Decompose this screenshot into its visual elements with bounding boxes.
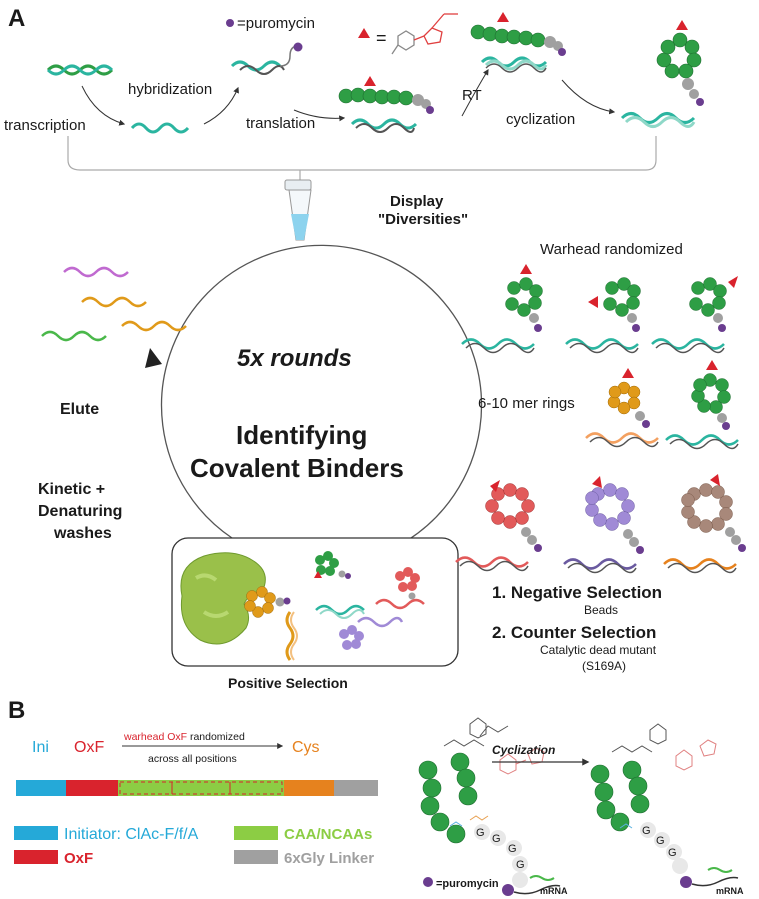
negative-selection-label: 1. Negative Selection (492, 583, 662, 602)
legend-swatch-oxf (14, 850, 58, 864)
ring-sizes-label: 6-10 mer rings (478, 395, 575, 412)
sequence-bar (16, 780, 378, 796)
panel-a-label: A (8, 5, 25, 32)
library-member-9mer-purple (563, 476, 644, 574)
display-label-line2: "Diversities" (378, 211, 468, 228)
rt-product-complex (470, 12, 566, 73)
puromycin-legend-dot-icon (423, 877, 433, 887)
negative-selection-detail: Beads (584, 603, 618, 617)
unbound-library-members-icon (314, 551, 425, 650)
cycle-arrowhead-icon (145, 348, 162, 368)
library-member-6mer-orange (585, 368, 659, 448)
legend-puromycin: =puromycin (237, 15, 315, 32)
dna-double-strand-icon (46, 64, 114, 76)
puromycin-dot-icon (226, 19, 234, 27)
positive-selection-label: Positive Selection (228, 675, 348, 691)
puromycin-dot-icon-2 (293, 42, 303, 52)
library-member-warhead-left (565, 277, 641, 354)
bound-cyclic-peptide-icon (244, 586, 298, 661)
counter-selection-label: 2. Counter Selection (492, 623, 656, 642)
gly-label-6: G (656, 835, 665, 847)
library-member-warhead-top (461, 264, 543, 354)
step-cyclization-label: cyclization (506, 111, 575, 128)
arrow-rt (461, 68, 489, 117)
step-transcription-label: transcription (4, 117, 86, 134)
cyclic-peptide-structure (590, 723, 739, 888)
cycle-title-line1: Identifying (236, 420, 367, 450)
arrow-hybridization (203, 86, 239, 125)
library-member-10mer-brown (663, 474, 746, 574)
cycle-rounds-label: 5x rounds (237, 345, 352, 372)
elute-label: Elute (60, 401, 99, 418)
selection-cycle-circle (160, 244, 483, 541)
library-member-7mer-green (665, 360, 739, 450)
washes-label-line3: washes (53, 525, 112, 542)
panel-b-label: B (8, 697, 25, 724)
cyclization-label: Cyclization (492, 743, 555, 757)
display-label-line1: Display (390, 193, 444, 210)
gly-label-7: G (668, 847, 677, 859)
sequence-label-cys: Cys (292, 739, 320, 756)
eppendorf-tube-icon (284, 179, 312, 241)
legend-linker: 6xGly Linker (284, 850, 374, 867)
arrow-cyclization (561, 79, 616, 115)
mrna-strand-icon (130, 122, 190, 134)
washes-label-line2: Denaturing (38, 503, 122, 520)
randomized-arrow-label-line1: warhead OxF randomized (123, 731, 245, 743)
randomized-arrow-label-warhead: warhead OxF (123, 731, 187, 743)
target-protein-icon (180, 552, 266, 645)
mrna-label-left: mRNA (540, 886, 568, 896)
arrow-transcription (81, 85, 126, 126)
gly-label-4: G (516, 859, 525, 871)
legend-swatch-initiator (14, 826, 58, 840)
legend-caa: CAA/NCAAs (284, 826, 372, 843)
linear-peptide-structure (418, 717, 561, 896)
legend-oxf: OxF (64, 850, 93, 867)
step-rt-label: RT (462, 87, 482, 104)
legend-warhead-equals: = (376, 28, 387, 48)
warhead-randomized-label: Warhead randomized (540, 241, 683, 258)
library-member-8mer-red (455, 480, 542, 572)
gly-label-2: G (492, 833, 501, 845)
warhead-triangle-icon (358, 28, 370, 38)
legend-initiator: Initiator: ClAc-F/f/A (64, 826, 199, 843)
gly-label-1: G (476, 827, 485, 839)
sequence-label-ini: Ini (32, 739, 49, 756)
counter-selection-detail-line2: (S169A) (582, 659, 626, 673)
library-member-warhead-right (651, 276, 738, 354)
legend-swatch-caa (234, 826, 278, 840)
arrow-translation (293, 109, 346, 122)
step-hybridization-label: hybridization (128, 81, 212, 98)
oxf-structure-icon (391, 13, 458, 55)
mrna-puromycin-conjugate-icon (230, 45, 299, 75)
cyclic-peptide-mrna-complex (620, 20, 704, 128)
gly-label-5: G (642, 825, 651, 837)
legend-swatch-linker (234, 850, 278, 864)
cycle-title-line2: Covalent Binders (190, 453, 404, 483)
counter-selection-detail-line1: Catalytic dead mutant (540, 643, 657, 657)
randomized-arrow-label-line2: across all positions (148, 753, 237, 765)
step-translation-label: translation (246, 115, 315, 132)
randomized-arrow-label-rest: randomized (187, 731, 245, 743)
gly-label-3: G (508, 843, 517, 855)
washes-label-line1: Kinetic + (38, 481, 105, 498)
puromycin-legend-label: =puromycin (436, 878, 499, 890)
mrna-label-right: mRNA (716, 886, 744, 896)
linear-peptide-mrna-complex (338, 76, 434, 133)
eluted-mrna-strands-icon (41, 266, 187, 342)
sequence-label-oxf: OxF (74, 739, 104, 756)
pooling-bracket (67, 136, 657, 171)
